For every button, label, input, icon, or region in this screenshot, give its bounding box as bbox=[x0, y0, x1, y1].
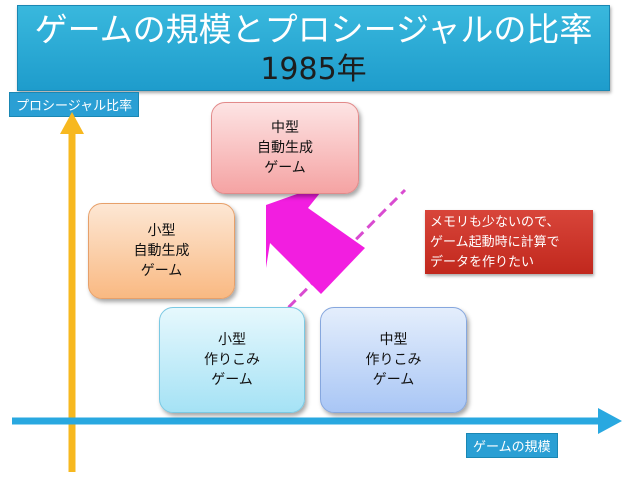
box-text: ゲーム bbox=[264, 160, 306, 176]
upward-arrow bbox=[266, 183, 365, 294]
box-small-procedural: 小型 自動生成 ゲーム bbox=[88, 203, 235, 299]
memory-note: メモリも少ないので、 ゲーム起動時に計算で データを作りたい bbox=[425, 210, 593, 274]
slide-title: ゲームの規模とプロシージャルの比率 1985年 bbox=[17, 5, 610, 91]
box-text: ゲーム bbox=[372, 372, 415, 388]
title-main: ゲームの規模とプロシージャルの比率 bbox=[34, 10, 593, 49]
box-text: 小型 bbox=[147, 223, 176, 239]
box-text: 作りこみ bbox=[204, 352, 260, 368]
y-axis bbox=[60, 112, 84, 472]
box-mid-procedural: 中型 自動生成 ゲーム bbox=[211, 102, 359, 194]
note-line: メモリも少ないので、 bbox=[430, 215, 560, 230]
box-text: ゲーム bbox=[140, 263, 183, 279]
box-text: ゲーム bbox=[211, 372, 253, 388]
box-text: 自動生成 bbox=[257, 140, 313, 156]
box-text: 作りこみ bbox=[365, 352, 422, 368]
x-axis-label: ゲームの規模 bbox=[466, 433, 558, 458]
box-mid-handmade: 中型 作りこみ ゲーム bbox=[320, 307, 467, 413]
box-text: 自動生成 bbox=[133, 243, 190, 259]
note-line: ゲーム起動時に計算で bbox=[430, 235, 560, 250]
box-text: 中型 bbox=[379, 332, 408, 348]
title-year: 1985年 bbox=[260, 52, 367, 87]
box-text: 中型 bbox=[271, 120, 299, 136]
x-axis bbox=[12, 408, 622, 434]
box-small-handmade: 小型 作りこみ ゲーム bbox=[159, 307, 305, 413]
note-line: データを作りたい bbox=[430, 255, 535, 270]
box-text: 小型 bbox=[218, 332, 246, 348]
y-axis-label: プロシージャル比率 bbox=[9, 92, 140, 117]
